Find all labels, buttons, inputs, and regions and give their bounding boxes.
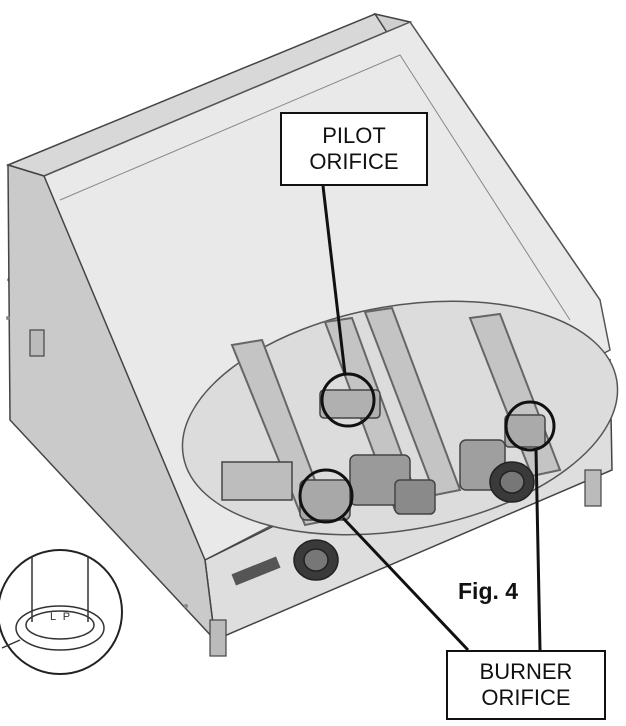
- brand-plate: [231, 556, 281, 586]
- burner-leader-line-left: [341, 516, 470, 652]
- plate-inner-edge: [59, 54, 571, 321]
- control-knobs: [293, 461, 535, 581]
- lp-label: L P: [50, 611, 72, 623]
- left-side-face: [7, 163, 217, 643]
- figure-label: Fig. 4: [458, 578, 519, 604]
- burner-callout-line2: ORIFICE: [481, 685, 571, 710]
- lp-inset: L P: [0, 549, 123, 675]
- burner-orifice-callout: BURNER ORIFICE: [446, 650, 606, 720]
- legs: [29, 329, 602, 657]
- pilot-callout-line2: ORIFICE: [309, 149, 399, 174]
- surface-mark: [6, 316, 10, 320]
- pilot-callout-line1: PILOT: [322, 123, 386, 148]
- pilot-leader-line: [321, 185, 347, 375]
- leader-lines: [321, 185, 542, 652]
- pilot-orifice-circle: [320, 372, 376, 428]
- burner-callout-line1: BURNER: [479, 659, 573, 684]
- gas-valves: [221, 389, 546, 521]
- highlight-circles: [298, 372, 556, 524]
- pilot-orifice-callout: PILOT ORIFICE: [280, 112, 428, 186]
- burner-leader-line-right: [534, 449, 542, 651]
- burner-orifice-circle-left: [298, 468, 354, 524]
- burner-orifice-circle-right: [504, 400, 556, 452]
- surface-mark: [184, 604, 188, 608]
